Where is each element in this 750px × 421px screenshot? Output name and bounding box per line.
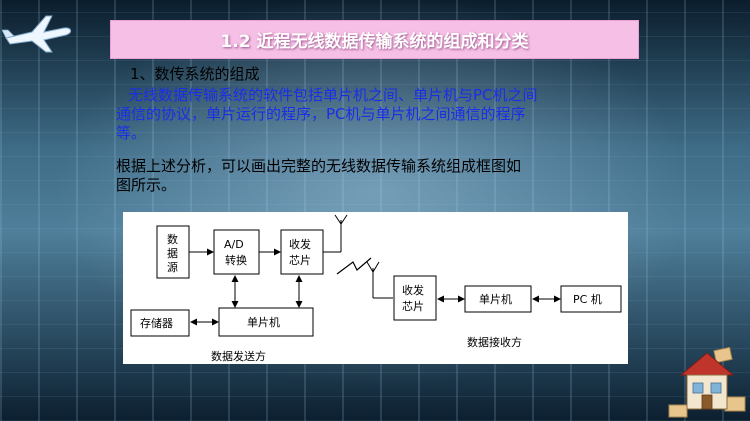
- tx-transceiver-block: 收发 芯片: [280, 229, 324, 275]
- slide-title: 1.2 近程无线数据传输系统的组成和分类: [220, 32, 529, 52]
- pc-label: PC 机: [573, 292, 602, 306]
- tx-antenna-icon: [323, 214, 348, 253]
- data-source-label: 据: [167, 246, 178, 260]
- ad-converter-label: A/D: [224, 238, 244, 251]
- rx-mcu-block: 单片机: [464, 285, 532, 313]
- memory-block: 存储器: [130, 309, 190, 337]
- software-paragraph-line: 无线数据传输系统的软件包括单片机之间、单片机与PC机之间: [128, 86, 538, 104]
- rx-mcu-label: 单片机: [479, 292, 512, 306]
- data-source-block: 数 据 源: [156, 225, 190, 279]
- section-heading: 1、数传系统的组成: [130, 65, 260, 83]
- tx-transceiver-label: 芯片: [289, 253, 311, 267]
- tx-side-label: 数据发送方: [211, 349, 266, 363]
- analysis-paragraph-line: 图所示。: [116, 176, 177, 194]
- ad-converter-block: A/D 转换: [213, 229, 260, 275]
- rx-side-label: 数据接收方: [467, 335, 522, 349]
- memory-label: 存储器: [140, 316, 173, 330]
- tx-mcu-block: 单片机: [218, 307, 314, 337]
- title-bar: 1.2 近程无线数据传输系统的组成和分类: [110, 20, 639, 59]
- analysis-paragraph: 根据上述分析，可以画出完整的无线数据传输系统组成框图如 图所示。: [116, 157, 646, 195]
- software-paragraph-line: 等。: [116, 124, 147, 142]
- ad-converter-label: 转换: [225, 253, 247, 267]
- data-source-label: 源: [167, 260, 178, 274]
- analysis-paragraph-line: 根据上述分析，可以画出完整的无线数据传输系统组成框图如: [116, 157, 522, 175]
- rx-transceiver-label: 芯片: [402, 299, 424, 313]
- data-source-label: 数: [167, 233, 178, 246]
- software-paragraph: 无线数据传输系统的软件包括单片机之间、单片机与PC机之间 通信的协议，单片运行的…: [116, 86, 646, 143]
- software-paragraph-line: 通信的协议，单片运行的程序，PC机与单片机之间通信的程序: [116, 105, 526, 123]
- rx-antenna-icon: [366, 261, 393, 299]
- rx-transceiver-label: 收发: [402, 283, 424, 297]
- wireless-link-icon: [336, 257, 372, 275]
- rx-transceiver-block: 收发 芯片: [393, 275, 437, 321]
- tx-mcu-label: 单片机: [247, 315, 280, 329]
- pc-block: PC 机: [560, 285, 622, 313]
- tx-transceiver-label: 收发: [289, 237, 311, 251]
- airplane-icon: [2, 15, 72, 53]
- system-block-diagram: 数 据 源 A/D 转换 收发 芯片 存储器 单片机 收发: [123, 212, 628, 364]
- house-icon: [668, 346, 746, 418]
